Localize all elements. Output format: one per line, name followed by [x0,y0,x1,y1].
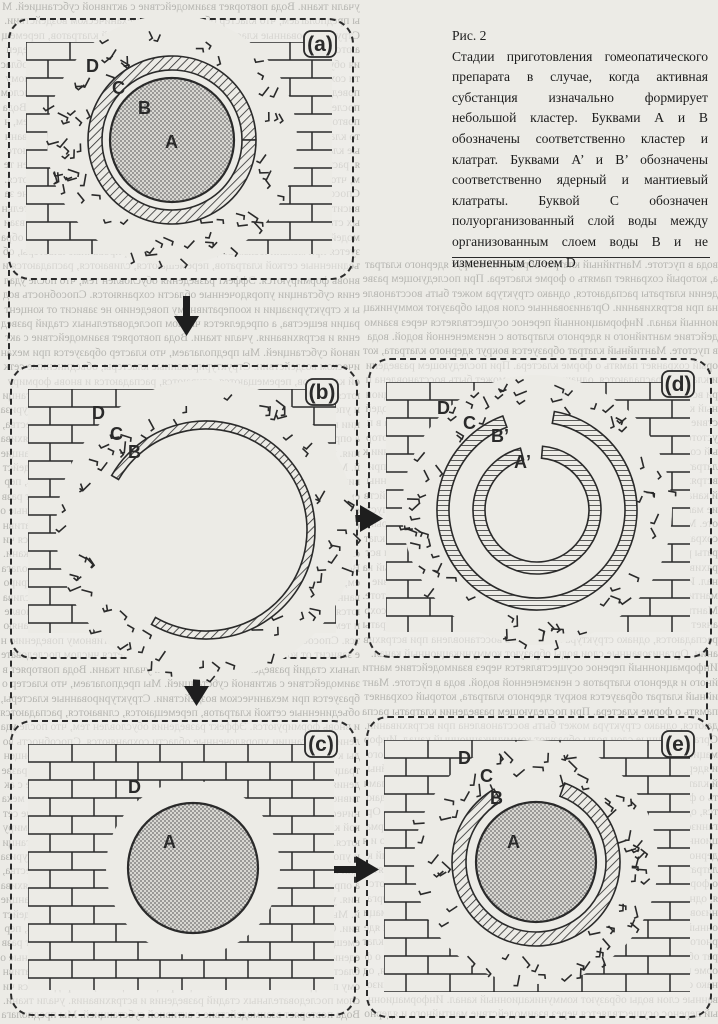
panel-tag-a: (a) [303,30,337,58]
clathrate-ring-e [451,782,621,947]
nuclear-clathrate-ring-d [472,445,602,575]
panel-tag-label-a: (a) [307,33,333,56]
label-a-d: A’ [514,452,531,472]
label-c-a: C [112,78,125,98]
caption-title: Рис. 2 [452,28,487,43]
clathrate-ring-d [436,410,638,611]
dashed-connector-d [706,650,708,720]
clathrate-ring-a [87,55,257,225]
semi-organised-layer-e [412,751,651,987]
label-b-e: B [490,788,503,808]
diagram-d: (d) DC B’A’ [386,370,695,651]
label-a-c: A [163,832,176,852]
caption-text: Стадии приготовления гомеопатического пр… [452,48,708,270]
semi-organised-layer-d [398,378,677,651]
label-a-e: A [507,832,520,852]
label-b-a: B [138,98,151,118]
panel-tag-label-d: (d) [665,373,692,396]
cluster-core-c [126,801,260,935]
cluster-core-a [108,76,236,204]
dashed-connector-a [8,270,10,370]
label-d-a: D [86,56,99,76]
cluster-core-e [474,800,598,924]
label-d-e: D [458,748,471,768]
label-d-c: D [128,777,141,797]
label-b-d: B’ [491,426,509,446]
panel-tag-b: (b) [305,378,339,406]
arrow-right-c-to-e-icon [334,856,379,883]
caption-rule [452,257,710,258]
diagram-c: (c) D A [28,730,338,990]
panel-tag-c: (c) [304,730,338,758]
label-b-b: B [128,442,141,462]
label-d-d: D [437,398,450,418]
label-c-e: C [480,766,493,786]
panel-tag-label-c: (c) [308,733,334,756]
label-c-b: C [110,424,123,444]
dashed-connector-b [10,650,12,730]
arrow-down-a-to-b-icon [174,296,199,336]
panel-tag-d: (d) [661,370,695,398]
clathrate-ring-b [110,420,316,640]
label-c-d: C [463,413,476,433]
panel-tag-label-e: (e) [665,733,691,756]
diagram-e: (e) DCB A [384,730,695,992]
semi-organised-layer-b [55,394,362,683]
label-d-b: D [92,403,105,423]
figure-caption: Рис. 2 Стадии приготовления гомеопатичес… [452,26,708,273]
label-a-a: A [165,132,178,152]
panel-tag-label-b: (b) [309,381,336,404]
panel-tag-e: (e) [661,730,695,758]
diagram-b: (b) DCB [28,378,362,683]
